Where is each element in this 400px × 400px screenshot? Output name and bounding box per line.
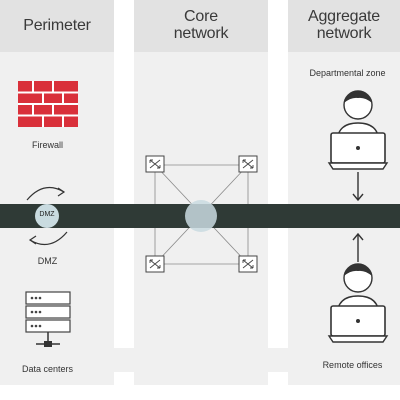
network-switch-icon <box>145 155 165 173</box>
aggregate-title-line2: network <box>316 25 372 42</box>
network-switch-icon <box>238 255 258 273</box>
perimeter-header: Perimeter <box>0 0 114 52</box>
firewall-label: Firewall <box>31 140 63 150</box>
perimeter-title: Perimeter <box>23 17 91 34</box>
core-network-header: Core network <box>134 0 268 52</box>
core-network-title: Core network <box>134 8 268 42</box>
dmz-label: DMZ <box>37 256 58 266</box>
aggregate-network-header: Aggregate network <box>288 0 400 52</box>
arrow-up-icon <box>352 232 364 262</box>
core-title-line1: Core <box>184 8 218 25</box>
core-network-column: Core network <box>134 0 268 385</box>
user-at-laptop-icon <box>327 263 389 343</box>
core-hub-circle <box>185 200 217 232</box>
server-rack-icon <box>25 291 71 347</box>
network-switch-icon <box>238 155 258 173</box>
dmz-badge-label: DMZ <box>39 211 55 218</box>
firewall-icon <box>18 81 78 127</box>
departmental-zone-label: Departmental zone <box>309 68 386 78</box>
aggregate-title-line1: Aggregate <box>307 8 381 25</box>
data-centers-label: Data centers <box>21 364 74 374</box>
network-switch-icon <box>145 255 165 273</box>
dmz-cycle-icon <box>26 186 68 246</box>
chevron-right-icon <box>114 348 150 372</box>
remote-offices-label: Remote offices <box>322 360 383 370</box>
chevron-right-icon <box>268 348 302 372</box>
aggregate-network-title: Aggregate network <box>288 8 400 42</box>
arrow-down-icon <box>352 172 364 202</box>
user-at-laptop-icon <box>327 90 389 170</box>
core-title-line2: network <box>173 25 229 42</box>
